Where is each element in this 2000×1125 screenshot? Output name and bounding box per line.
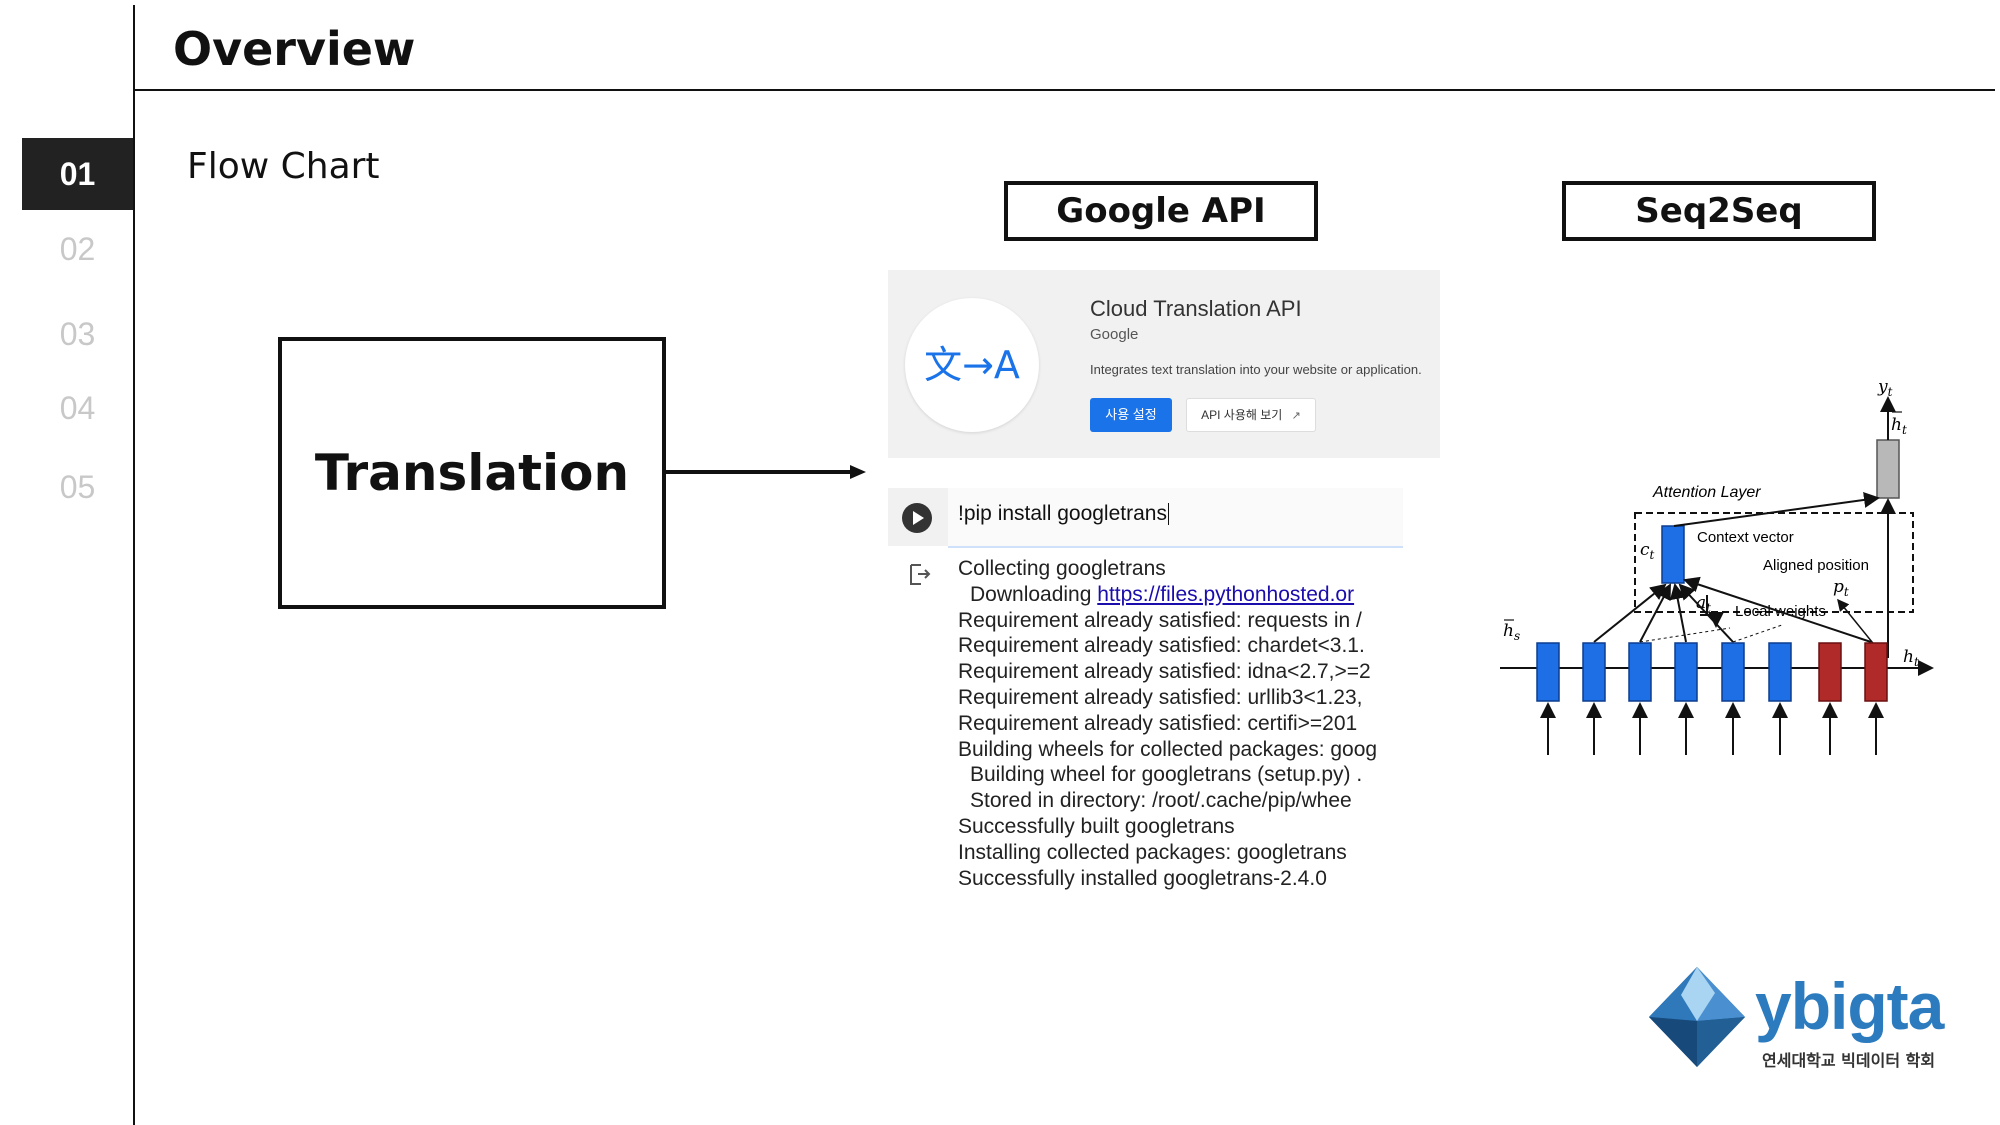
translation-box: Translation (278, 337, 666, 609)
output-line: Requirement already satisfied: urllib3<1… (958, 685, 1363, 709)
output-line: Installing collected packages: googletra… (958, 840, 1347, 864)
nav-item-04[interactable]: 04 (59, 390, 96, 426)
symbol-h-bar: h (1503, 621, 1514, 641)
svg-text:at: at (1696, 593, 1711, 615)
translate-icon: 文→A (924, 343, 1020, 387)
nav-item-03[interactable]: 03 (59, 316, 96, 352)
encoder-state (1536, 642, 1560, 702)
symbol-a: a (1696, 593, 1706, 613)
translation-api-card: 文→A Cloud Translation API Google Integra… (888, 270, 1440, 458)
svg-text:pt: pt (1833, 577, 1849, 599)
subscript-t: t (1888, 385, 1893, 399)
encoder-state (1721, 642, 1745, 702)
svg-text:ct: ct (1640, 540, 1655, 562)
subscript-t: t (1902, 423, 1907, 437)
output-line: Collecting googletrans (958, 557, 1166, 580)
translate-logo: 文→A (905, 298, 1039, 432)
encoder-state (1768, 642, 1792, 702)
ybigta-wordmark: ybigta (1755, 969, 1944, 1043)
download-link[interactable]: https://files.pythonhosted.or (1097, 582, 1355, 606)
output-line: Successfully built googletrans (958, 814, 1235, 838)
svg-text:ht: ht (1891, 415, 1907, 437)
run-cell-button[interactable] (902, 503, 932, 533)
subscript-t: t (1706, 601, 1711, 615)
output-line: Stored in directory: /root/.cache/pip/wh… (970, 789, 1352, 813)
svg-text:yt: yt (1877, 377, 1893, 399)
output-state (1876, 439, 1900, 499)
text-cursor (1167, 503, 1169, 526)
google-api-heading: Google API (1004, 181, 1318, 241)
nav-item-05[interactable]: 05 (59, 469, 96, 505)
code-input[interactable]: !pip install googletrans (948, 488, 1403, 548)
page-title: Overview (173, 22, 416, 76)
decoder-state (1864, 642, 1888, 702)
try-api-label: API 사용해 보기 (1201, 408, 1283, 422)
output-icon (910, 564, 931, 585)
section-title: Flow Chart (187, 146, 380, 187)
seq2seq-heading: Seq2Seq (1562, 181, 1876, 241)
enable-button[interactable]: 사용 설정 (1090, 398, 1172, 432)
output-line: Building wheel for googletrans (setup.py… (970, 763, 1363, 787)
encoder-state (1674, 642, 1698, 702)
symbol-p: p (1833, 577, 1844, 597)
download-prefix: Downloading (970, 582, 1098, 606)
play-icon (913, 511, 924, 525)
code-cell[interactable]: !pip install googletrans (888, 488, 1403, 548)
encoder-state (1582, 642, 1606, 702)
output-line: Requirement already satisfied: requests … (958, 608, 1362, 632)
context-vector-state (1661, 525, 1685, 584)
output-line: Requirement already satisfied: chardet<3… (958, 634, 1365, 658)
code-command: !pip install googletrans (958, 502, 1167, 525)
subscript-t: t (1650, 548, 1655, 562)
nav-item-01[interactable]: 01 (22, 138, 133, 210)
local-attention-diagram: Attention Layer Context vector Aligned p… (1500, 377, 1934, 755)
ybigta-subtitle: 연세대학교 빅데이터 학회 (1762, 1051, 1936, 1070)
header-divider (133, 89, 1995, 91)
symbol-c: c (1640, 540, 1650, 560)
try-api-button[interactable]: API 사용해 보기 ↗ (1186, 398, 1316, 432)
ybigta-logo-mark (1649, 967, 1745, 1067)
svg-text:ht: ht (1903, 647, 1919, 669)
external-link-icon: ↗ (1291, 410, 1301, 422)
symbol-h: h (1903, 647, 1914, 667)
aligned-position-label: Aligned position (1763, 557, 1869, 574)
output-line: Downloading https://files.pythonhosted.o… (958, 582, 1405, 608)
context-vector-label: Context vector (1697, 529, 1794, 546)
attention-layer-label: Attention Layer (1652, 484, 1761, 501)
output-line: Requirement already satisfied: certifi>=… (958, 711, 1358, 735)
symbol-h-tilde: h (1891, 415, 1902, 435)
flow-arrow (663, 465, 866, 479)
sidebar-divider (133, 5, 135, 1125)
api-description: Integrates text translation into your we… (1090, 362, 1422, 377)
subscript-t: t (1914, 655, 1919, 669)
api-vendor: Google (1090, 326, 1139, 343)
symbol-y: y (1877, 377, 1888, 397)
cell-output: Collecting googletrans Downloading https… (958, 556, 1405, 896)
nav-item-02[interactable]: 02 (59, 231, 96, 267)
svg-text:hs: hs (1503, 621, 1520, 643)
output-line: Requirement already satisfied: idna<2.7,… (958, 660, 1371, 684)
encoder-state (1628, 642, 1652, 702)
output-line: Building wheels for collected packages: … (958, 737, 1378, 761)
output-line: Successfully installed googletrans-2.4.0 (958, 866, 1327, 890)
subscript-s: s (1514, 629, 1520, 643)
decoder-state (1818, 642, 1842, 702)
subscript-t: t (1844, 585, 1849, 599)
api-name: Cloud Translation API (1090, 296, 1302, 321)
